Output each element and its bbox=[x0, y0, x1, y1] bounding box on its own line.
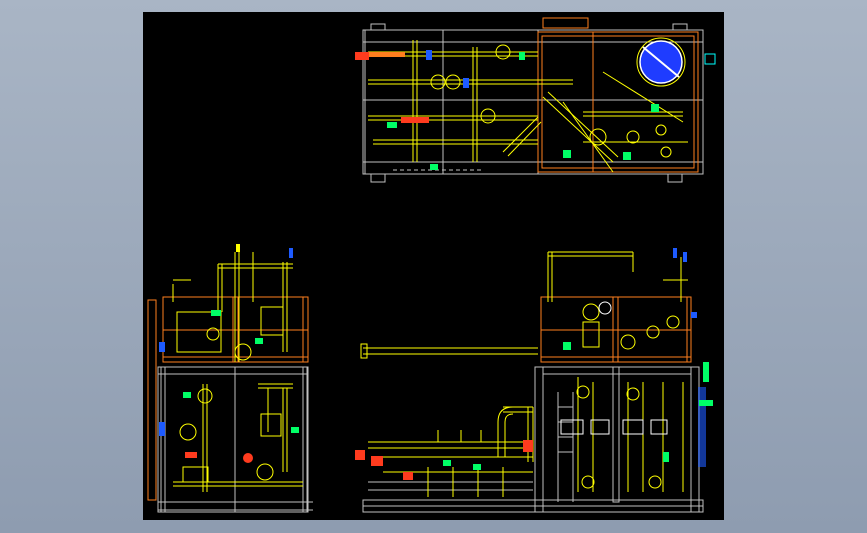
drawing-canvas[interactable] bbox=[143, 12, 724, 520]
plan-valves bbox=[355, 50, 659, 170]
front-view[interactable] bbox=[355, 248, 713, 513]
front-skid-frame bbox=[362, 366, 704, 513]
side-platform-frame bbox=[147, 296, 309, 501]
cad-drawing bbox=[147, 17, 716, 513]
side-valves bbox=[159, 244, 299, 463]
plan-pipes bbox=[368, 40, 688, 173]
front-pipes bbox=[360, 251, 688, 497]
front-valves bbox=[355, 248, 713, 480]
plan-vessel bbox=[636, 37, 716, 87]
front-instruments bbox=[560, 301, 668, 435]
side-skid-frame bbox=[157, 366, 313, 513]
plan-platform-frame bbox=[537, 17, 699, 173]
side-view[interactable] bbox=[147, 244, 313, 513]
front-platform-frame bbox=[540, 296, 692, 363]
side-pipes bbox=[172, 252, 303, 492]
plan-view[interactable] bbox=[355, 17, 716, 183]
